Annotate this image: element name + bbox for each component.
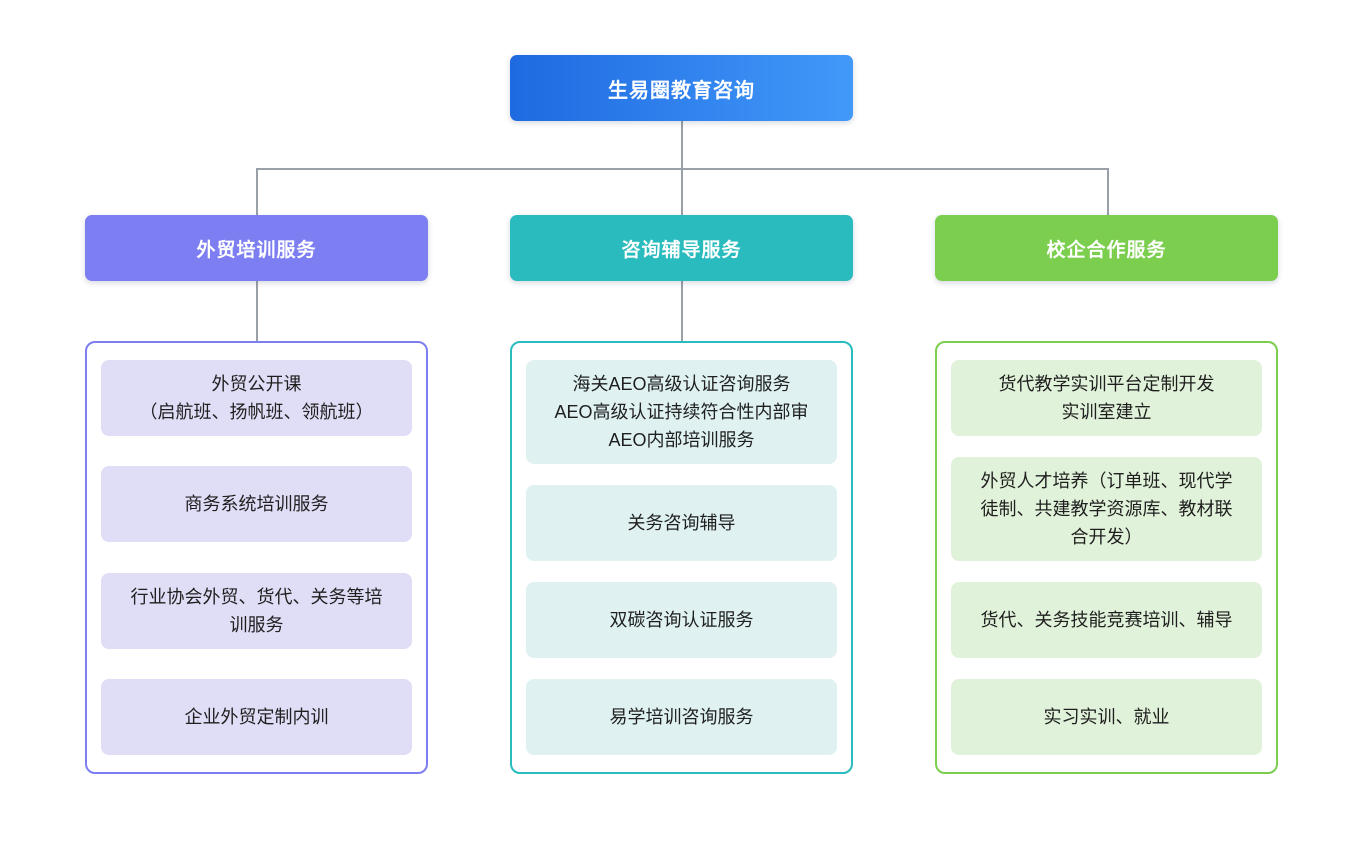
connector-branch-1-panel bbox=[256, 281, 258, 341]
service-item: 实习实训、就业 bbox=[951, 679, 1262, 755]
service-item: 外贸公开课 （启航班、扬帆班、领航班） bbox=[101, 360, 412, 436]
connector-root-vertical bbox=[681, 121, 683, 169]
service-item: 商务系统培训服务 bbox=[101, 466, 412, 543]
service-item: 行业协会外贸、货代、关务等培训服务 bbox=[101, 572, 412, 649]
connector-drop-branch-1 bbox=[256, 168, 258, 215]
root-label: 生易圈教育咨询 bbox=[608, 79, 755, 102]
connector-drop-branch-3 bbox=[1107, 168, 1109, 215]
service-item: 货代教学实训平台定制开发 实训室建立 bbox=[951, 360, 1262, 436]
service-item: 货代、关务技能竞赛培训、辅导 bbox=[951, 582, 1262, 658]
branch-label: 校企合作服务 bbox=[1046, 239, 1167, 261]
branch-node-school-enterprise-cooperation: 校企合作服务 bbox=[935, 215, 1278, 281]
node-root: 生易圈教育咨询 bbox=[510, 55, 853, 121]
branch-node-consulting-coaching: 咨询辅导服务 bbox=[510, 215, 853, 281]
connector-branch-2-panel bbox=[681, 281, 683, 341]
branch-label: 咨询辅导服务 bbox=[621, 239, 742, 261]
service-item: 双碳咨询认证服务 bbox=[526, 582, 837, 658]
service-item: 关务咨询辅导 bbox=[526, 485, 837, 561]
service-item: 易学培训咨询服务 bbox=[526, 679, 837, 755]
panel-school-enterprise-cooperation: 货代教学实训平台定制开发 实训室建立 外贸人才培养（订单班、现代学徒制、共建教学… bbox=[935, 341, 1278, 774]
connector-drop-branch-2 bbox=[681, 168, 683, 215]
service-item: 外贸人才培养（订单班、现代学徒制、共建教学资源库、教材联合开发） bbox=[951, 457, 1262, 561]
branch-label: 外贸培训服务 bbox=[196, 239, 317, 261]
service-item: 海关AEO高级认证咨询服务 AEO高级认证持续符合性内部审 AEO内部培训服务 bbox=[526, 360, 837, 464]
branch-node-foreign-trade-training: 外贸培训服务 bbox=[85, 215, 428, 281]
panel-foreign-trade-training: 外贸公开课 （启航班、扬帆班、领航班） 商务系统培训服务 行业协会外贸、货代、关… bbox=[85, 341, 428, 774]
panel-consulting-coaching: 海关AEO高级认证咨询服务 AEO高级认证持续符合性内部审 AEO内部培训服务 … bbox=[510, 341, 853, 774]
service-item: 企业外贸定制内训 bbox=[101, 678, 412, 755]
